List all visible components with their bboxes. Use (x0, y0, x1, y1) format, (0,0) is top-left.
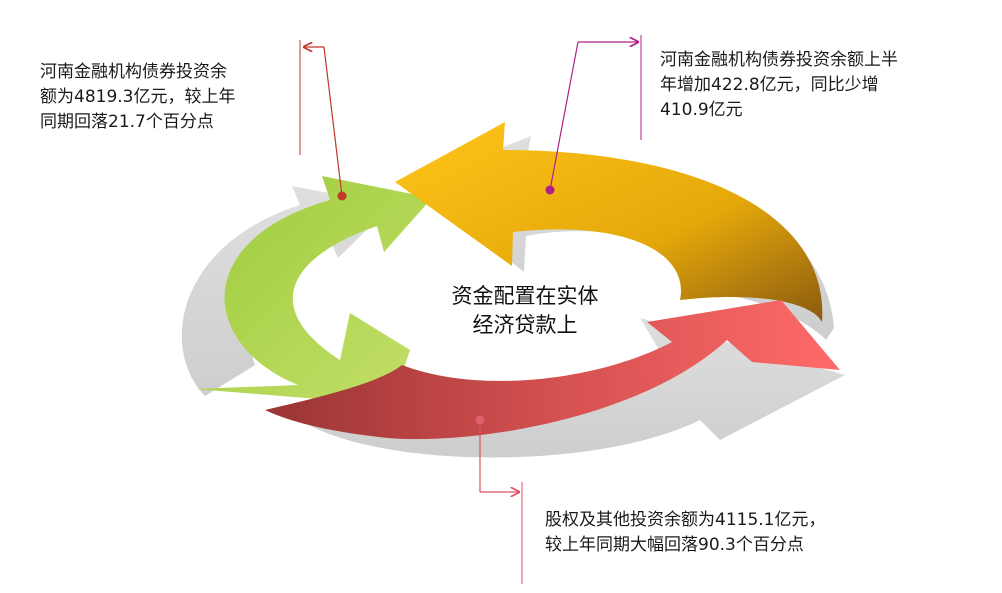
note-equity-line2: 较上年同期大幅回落90.3个百分点 (545, 535, 804, 555)
center-label-line1: 资金配置在实体 (451, 284, 599, 308)
center-label-line2: 经济贷款上 (472, 313, 578, 337)
note-bond-increase: 河南金融机构债券投资余额上半 年增加422.8亿元，同比少增 410.9亿元 (660, 48, 898, 123)
note-bond-increase-line2: 年增加422.8亿元，同比少增 (660, 75, 879, 95)
note-bond-balance-line1: 河南金融机构债券投资余 (40, 62, 227, 82)
note-equity-line1: 股权及其他投资余额为4115.1亿元， (545, 510, 826, 530)
center-label: 资金配置在实体 经济贷款上 (430, 282, 620, 340)
note-bond-increase-line3: 410.9亿元 (660, 100, 743, 120)
note-bond-balance: 河南金融机构债券投资余 额为4819.3亿元，较上年 同期回落21.7个百分点 (40, 60, 235, 135)
callout-equity (475, 415, 523, 584)
note-equity: 股权及其他投资余额为4115.1亿元， 较上年同期大幅回落90.3个百分点 (545, 508, 825, 558)
callout-bond-balance (299, 40, 347, 201)
note-bond-increase-line1: 河南金融机构债券投资余额上半 (660, 50, 898, 70)
green-arrow (195, 176, 432, 405)
orange-arrow (395, 122, 823, 322)
note-bond-balance-line3: 同期回落21.7个百分点 (40, 112, 214, 132)
red-arrow (265, 300, 840, 440)
note-bond-balance-line2: 额为4819.3亿元，较上年 (40, 87, 236, 107)
callout-bond-increase (545, 35, 642, 195)
